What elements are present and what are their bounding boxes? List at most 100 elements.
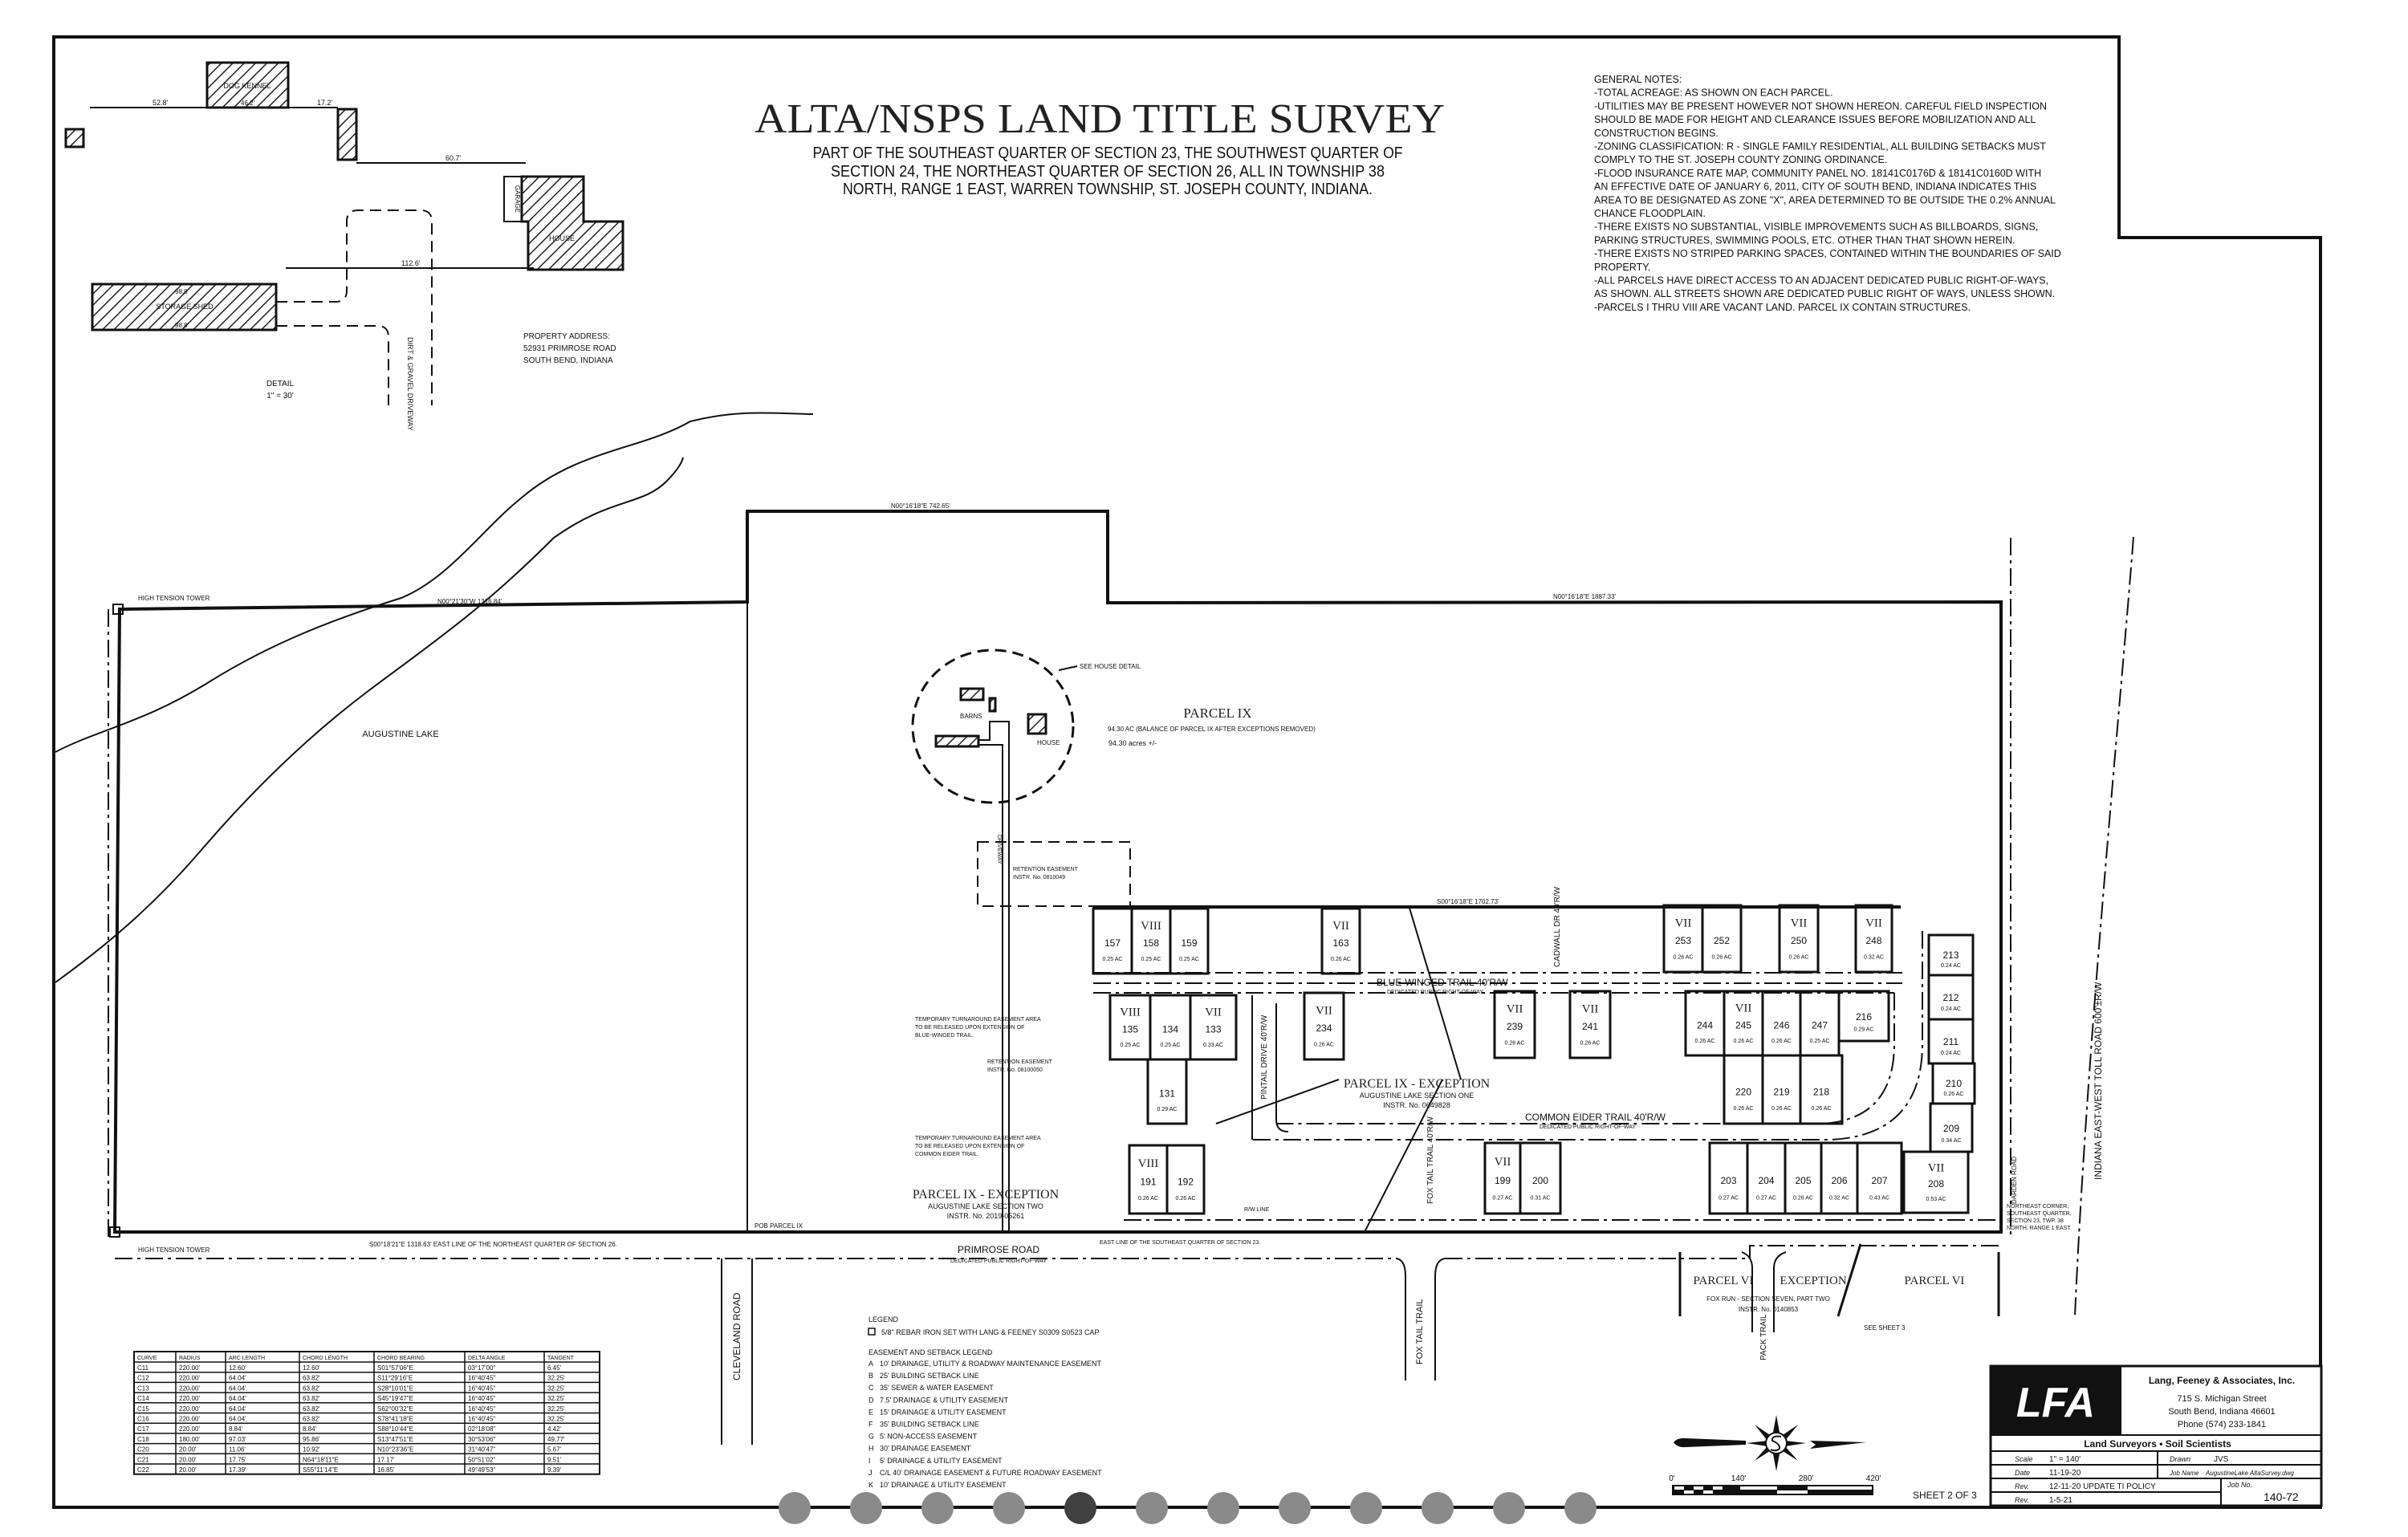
page-dot-10[interactable] bbox=[1422, 1492, 1454, 1524]
pintail-drive-label: PINTAIL DRIVE 40'R/W bbox=[1260, 1015, 1269, 1100]
garage-label: GARAGE bbox=[514, 185, 521, 213]
curve-table-cell: 20.00' bbox=[179, 1446, 197, 1454]
east-line-label: EAST LINE OF THE SOUTHEAST QUARTER OF SE… bbox=[1100, 1240, 1260, 1246]
page-dot-4[interactable] bbox=[993, 1492, 1025, 1524]
curve-table-cell: 20.00' bbox=[179, 1466, 197, 1474]
pob-label: POB PARCEL IX bbox=[755, 1222, 803, 1230]
page-dot-8[interactable] bbox=[1279, 1492, 1311, 1524]
general-notes-title: GENERAL NOTES: bbox=[1594, 74, 1682, 85]
lot-acreage: 0.26 AC bbox=[1734, 1039, 1754, 1044]
lot-parcel-numeral: VIII bbox=[1120, 1006, 1141, 1019]
easement-legend-title: EASEMENT AND SETBACK LEGEND bbox=[868, 1348, 993, 1356]
page-dot-9[interactable] bbox=[1350, 1492, 1382, 1524]
curve-table-cell: 16°40'45" bbox=[468, 1375, 495, 1382]
curve-table-cell: 12.60' bbox=[229, 1364, 246, 1372]
curve-table-cell: C11 bbox=[137, 1364, 149, 1372]
storage-shed bbox=[91, 283, 278, 331]
dim-label: 60.7' bbox=[445, 154, 462, 162]
legend-key: F bbox=[868, 1421, 873, 1429]
company-logo-text: LFA bbox=[2016, 1380, 2095, 1426]
scale-tick: 140' bbox=[1731, 1474, 1747, 1483]
lot-parcel-numeral: VIII bbox=[1141, 920, 1161, 933]
lot-acreage: 0.43 AC bbox=[1869, 1195, 1889, 1201]
page-dot-12[interactable] bbox=[1564, 1492, 1597, 1524]
bearing-label: N00°16'18"E 1887.33' bbox=[1553, 593, 1617, 600]
legend-title: LEGEND bbox=[868, 1315, 899, 1324]
lot-acreage: 0.26 AC bbox=[1771, 1106, 1792, 1112]
lot-acreage: 0.26 AC bbox=[1712, 954, 1732, 960]
lot-parcel-numeral: VII bbox=[1332, 920, 1349, 933]
lot-acreage: 0.25 AC bbox=[1179, 957, 1199, 962]
page-dot-11[interactable] bbox=[1493, 1492, 1525, 1524]
company-phone: Phone (574) 233-1841 bbox=[2178, 1420, 2266, 1429]
fox-tail-trail-label: FOX TAIL TRAIL bbox=[1415, 1299, 1425, 1364]
curve-table-cell: C20 bbox=[137, 1446, 149, 1454]
lot-acreage: 0.25 AC bbox=[1161, 1043, 1181, 1048]
legend-item: 5' DRAINAGE & UTILITY EASEMENT bbox=[880, 1457, 1003, 1465]
curve-table-cell: C18 bbox=[137, 1436, 149, 1443]
lot-number: 220 bbox=[1735, 1086, 1751, 1097]
lot-number: 209 bbox=[1943, 1123, 1959, 1134]
page-dot-6[interactable] bbox=[1136, 1492, 1168, 1524]
general-notes: GENERAL NOTES:-TOTAL ACREAGE: AS SHOWN O… bbox=[1594, 74, 2061, 313]
dog-kennel-label: DOG KENNEL bbox=[223, 82, 270, 90]
page-dot-5[interactable] bbox=[1064, 1492, 1096, 1524]
house-detail-callout[interactable] bbox=[911, 649, 1075, 804]
dog-kennel bbox=[205, 61, 290, 109]
parcel-vi-exception-label: PARCEL VI bbox=[1694, 1275, 1754, 1287]
lot-acreage: 0.25 AC bbox=[1141, 957, 1161, 962]
legend-key: D bbox=[868, 1396, 874, 1404]
page-dot-1[interactable] bbox=[779, 1492, 811, 1524]
lot-parcel-numeral: VII bbox=[1205, 1006, 1222, 1019]
page-dot-2[interactable] bbox=[850, 1492, 882, 1524]
company-logo bbox=[1991, 1366, 2121, 1435]
curve-table-header: DELTA ANGLE bbox=[468, 1356, 506, 1361]
lot-number: 246 bbox=[1773, 1019, 1789, 1031]
tagline: Land Surveyors • Soil Scientists bbox=[2084, 1438, 2231, 1450]
page-dot-3[interactable] bbox=[921, 1492, 954, 1524]
curve-table-cell: S78°41'18"E bbox=[377, 1416, 413, 1423]
retention-easement-instr: INSTR. No. 08100050 bbox=[987, 1067, 1043, 1073]
page-dot-7[interactable] bbox=[1207, 1492, 1239, 1524]
lot-number: 212 bbox=[1942, 992, 1959, 1003]
